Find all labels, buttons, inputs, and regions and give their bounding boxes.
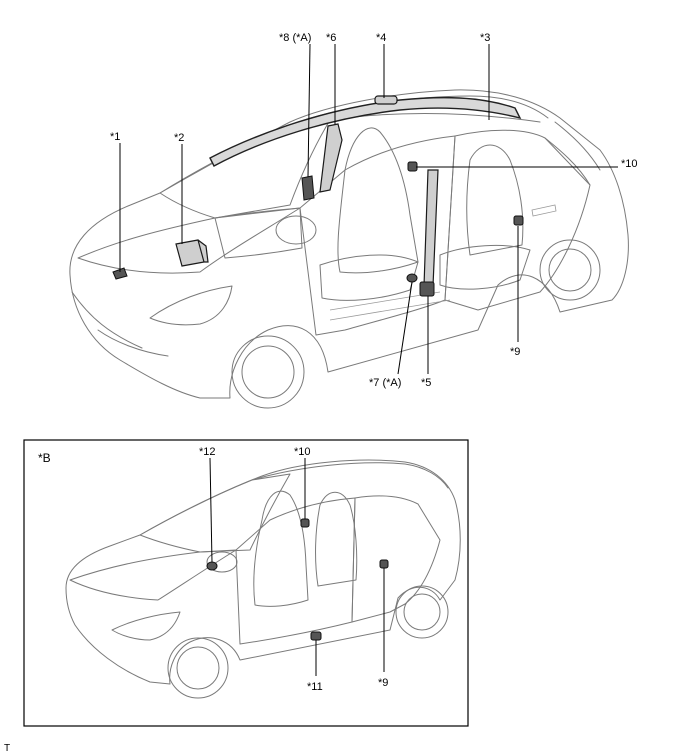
main-vehicle-bumper: [71, 291, 169, 357]
inset-callout-11: *11: [307, 681, 323, 693]
curtain-airbag-inflator: [374, 95, 398, 105]
callout-3: *3: [480, 32, 490, 44]
inset-vehicle-windshield: [139, 473, 291, 553]
callout-6: *6: [326, 32, 336, 44]
main-vehicle-body: [69, 89, 629, 399]
front-seat-belt: [423, 169, 439, 287]
inset-vehicle-steering-wheel: [206, 551, 238, 573]
main-vehicle-steering-wheel: [275, 215, 317, 245]
main-leader-lines: [119, 43, 618, 375]
inset-vehicle-body: [65, 459, 461, 685]
inset-side-airbag-sensor: [300, 518, 310, 528]
main-vehicle-rear-wheel: [539, 239, 601, 301]
callout-8: *8 (*A): [279, 32, 311, 44]
callout-4: *4: [376, 32, 386, 44]
airbag-sensor-assembly: [175, 239, 209, 267]
side-airbag-sensor: [407, 161, 418, 172]
inset-vehicle-parts: [206, 518, 389, 641]
inset-vehicle-front-wheel: [167, 637, 229, 699]
inset-callout-9: *9: [378, 677, 388, 689]
inset-steering-airbag: [206, 561, 218, 571]
inset-callout-10: *10: [294, 446, 311, 458]
main-vehicle-hood: [77, 207, 301, 274]
inset-callout-12: *12: [199, 446, 216, 458]
inset-vehicle-illustration: [65, 459, 461, 699]
inset-vehicle-hood: [69, 549, 237, 601]
main-callouts: *1 *2 *3 *4 *5 *6 *7 (*A) *8 (*A) *9 *10: [110, 32, 638, 389]
curtain-shield-airbag: [209, 96, 522, 167]
main-vehicle-dashboard: [214, 207, 303, 259]
callout-1: *1: [110, 131, 120, 143]
footer-mark: T: [4, 743, 10, 754]
inset-vehicle-rear-door: [351, 495, 441, 623]
main-vehicle-front-seat: [337, 127, 419, 274]
inset-leader-lines: [209, 457, 385, 676]
rear-airbag-sensor: [513, 215, 524, 226]
main-vehicle-rear-window: [544, 121, 601, 186]
front-seat-belt-retractor: [419, 281, 435, 297]
inset-frame: [23, 439, 469, 727]
inset-label: *B: [38, 451, 51, 465]
main-vehicle-headlight: [149, 285, 233, 326]
inset-vehicle-headlight: [111, 611, 181, 641]
callout-5: *5: [421, 377, 431, 389]
main-vehicle-illustration: [69, 89, 629, 409]
main-vehicle-door-handle: [531, 204, 557, 217]
inset-vehicle-roof: [251, 462, 449, 489]
front-seat-airbag: [319, 123, 343, 193]
main-vehicle-rear-seat-cushion: [439, 244, 531, 290]
main-vehicle-parts: [112, 95, 524, 297]
lower-pillar-seat-belt-anchor: [406, 273, 418, 283]
inset-vehicle-rear-seat: [315, 491, 358, 587]
main-vehicle-windshield: [159, 119, 331, 219]
inset-floor-airbag-sensor: [310, 631, 322, 641]
main-vehicle-front-wheel: [231, 335, 305, 409]
inset-vehicle-front-seat: [253, 490, 309, 607]
inset-rear-airbag-sensor: [379, 559, 389, 569]
callout-9: *9: [510, 346, 520, 358]
callout-10: *10: [621, 158, 638, 170]
callout-7: *7 (*A): [369, 377, 401, 389]
knee-airbag: [301, 175, 315, 201]
main-vehicle-rear-seat: [466, 144, 524, 256]
callout-2: *2: [174, 132, 184, 144]
inset-callouts: *12 *10 *11 *9: [199, 446, 388, 693]
inset-b: *B: [23, 439, 469, 727]
inset-vehicle-rear-wheel: [395, 585, 449, 639]
main-vehicle-front-seat-cushion: [319, 254, 419, 301]
